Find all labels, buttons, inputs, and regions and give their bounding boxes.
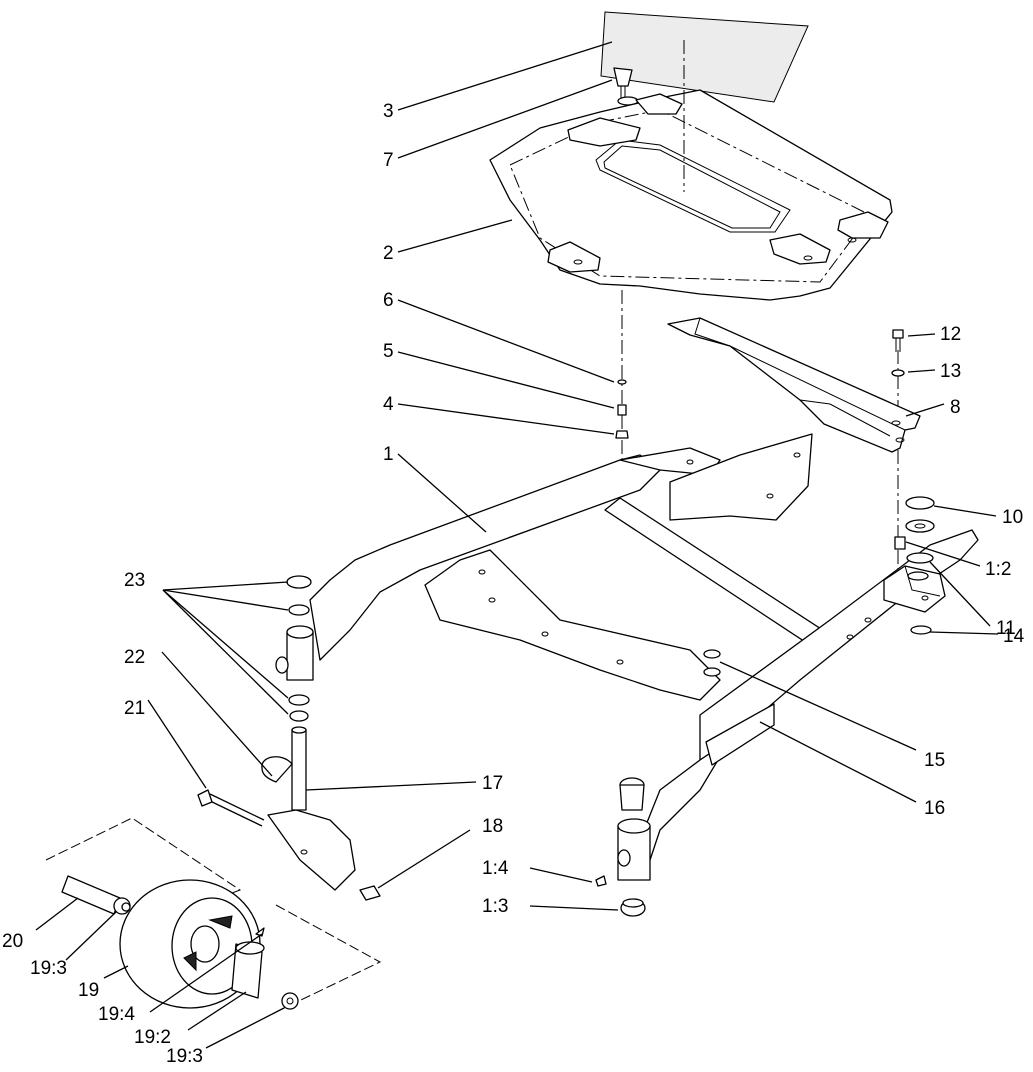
callout-14: 14	[1003, 626, 1025, 647]
part-caster-wheel	[61, 875, 299, 1010]
part-latch-knob	[613, 67, 639, 106]
part-bracket	[667, 317, 921, 453]
leader-lines	[35, 41, 999, 1049]
callout-1-4: 1:4	[482, 858, 509, 879]
callout-4: 4	[383, 394, 394, 415]
callout-15: 15	[924, 750, 945, 771]
callout-1-2: 1:2	[985, 559, 1011, 580]
callout-11: 11	[996, 618, 1016, 639]
callout-1: 1	[383, 444, 394, 465]
callout-19-2: 19:2	[134, 1027, 171, 1048]
callout-13: 13	[940, 361, 961, 382]
part-bolt-washer	[891, 329, 905, 377]
callout-19-3-left: 19:3	[30, 958, 67, 979]
callout-19-3-right: 19:3	[166, 1046, 203, 1067]
callout-19-4: 19:4	[98, 1004, 135, 1025]
callout-labels: 3 7 2 6 5 4 1 12 13 8 10 1:2 11 14 15 16…	[2, 101, 1025, 1067]
part-side-decal	[705, 703, 775, 766]
callout-8: 8	[950, 397, 961, 418]
part-hardware-stack	[615, 379, 629, 439]
part-foot-plate	[489, 89, 893, 301]
callout-21: 21	[124, 698, 145, 719]
callout-18: 18	[482, 816, 503, 837]
callout-7: 7	[383, 150, 394, 171]
part-left-caster-hub	[197, 575, 381, 901]
part-main-frame	[309, 433, 979, 861]
callout-5: 5	[383, 341, 394, 362]
callout-22: 22	[124, 647, 145, 668]
callout-20: 20	[2, 931, 23, 952]
callout-16: 16	[924, 798, 945, 819]
part-right-caster-hub	[595, 777, 651, 917]
callout-10: 10	[1002, 507, 1023, 528]
part-decal	[600, 11, 809, 103]
callout-12: 12	[940, 324, 961, 345]
callout-19: 19	[78, 980, 99, 1001]
callout-23: 23	[124, 570, 145, 591]
part-right-spacers	[894, 496, 935, 635]
callout-6: 6	[383, 290, 394, 311]
callout-2: 2	[383, 243, 394, 264]
callout-17: 17	[482, 773, 503, 794]
callout-1-3: 1:3	[482, 896, 508, 917]
callout-3: 3	[383, 101, 394, 122]
part-bumper-washers	[703, 649, 721, 677]
